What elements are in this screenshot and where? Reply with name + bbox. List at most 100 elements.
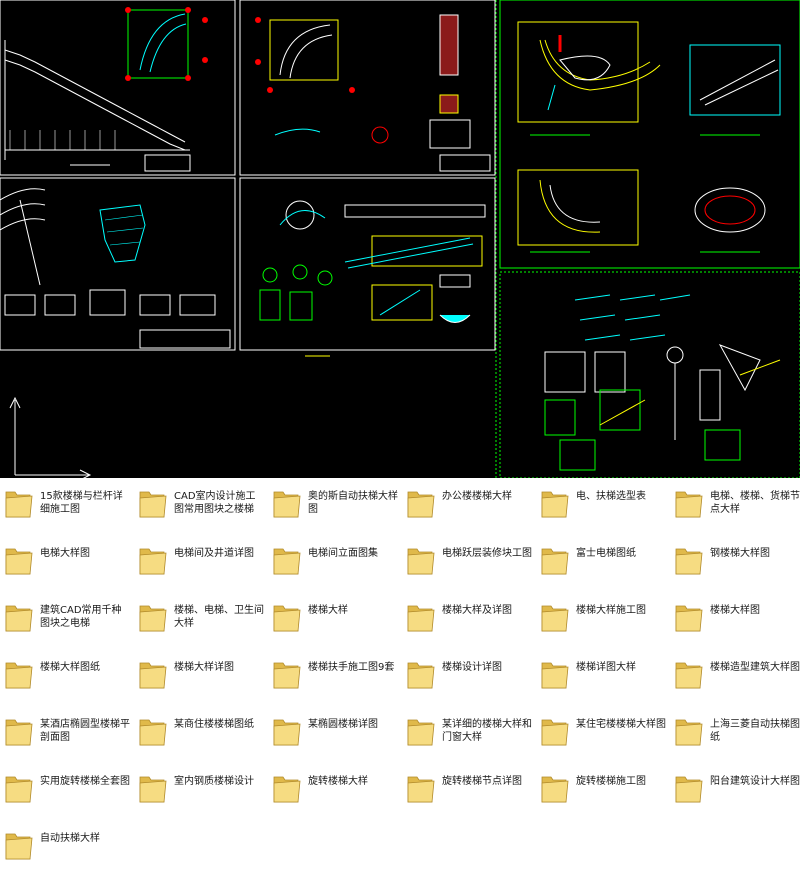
folder-label: 楼梯详图大样 bbox=[576, 662, 636, 673]
folder-item[interactable]: 楼梯详图大样 bbox=[536, 649, 670, 705]
folder-icon bbox=[139, 719, 167, 746]
folder-icon bbox=[5, 548, 33, 575]
folder-icon bbox=[139, 776, 167, 803]
folder-icon bbox=[407, 548, 435, 575]
folder-item[interactable]: 办公楼楼梯大样 bbox=[402, 478, 536, 534]
folder-item[interactable]: 阳台建筑设计大样图 bbox=[670, 763, 800, 819]
folder-item[interactable]: 上海三菱自动扶梯图纸 bbox=[670, 706, 800, 762]
folder-label: 楼梯大样图纸 bbox=[40, 662, 100, 673]
folder-label: 楼梯设计详图 bbox=[442, 662, 502, 673]
folder-item[interactable]: 楼梯设计详图 bbox=[402, 649, 536, 705]
folder-grid: 15款楼梯与栏杆详细施工图 CAD室内设计施工图常用图块之楼梯 奥的斯自动扶梯大样图… bbox=[0, 478, 800, 860]
folder-label: 电、扶梯选型表 bbox=[576, 491, 646, 502]
folder-item[interactable]: 某商住楼楼梯图纸 bbox=[134, 706, 268, 762]
folder-icon bbox=[541, 491, 569, 518]
folder-item[interactable]: 旋转楼梯节点详图 bbox=[402, 763, 536, 819]
folder-item[interactable]: 15款楼梯与栏杆详细施工图 bbox=[0, 478, 134, 534]
folder-label: 某酒店椭圆型楼梯平剖面图 bbox=[40, 719, 130, 743]
cad-panel-spiral-detail bbox=[0, 177, 236, 351]
folder-icon bbox=[407, 719, 435, 746]
folder-item[interactable]: 楼梯大样详图 bbox=[134, 649, 268, 705]
folder-icon bbox=[5, 776, 33, 803]
folder-label: 电梯大样图 bbox=[40, 548, 90, 559]
folder-item[interactable]: 电梯、楼梯、货梯节点大样 bbox=[670, 478, 800, 534]
folder-icon bbox=[675, 548, 703, 575]
folder-icon bbox=[541, 776, 569, 803]
folder-item[interactable]: 某椭圆楼梯详图 bbox=[268, 706, 402, 762]
folder-item[interactable]: CAD室内设计施工图常用图块之楼梯 bbox=[134, 478, 268, 534]
folder-item[interactable]: 楼梯扶手施工图9套 bbox=[268, 649, 402, 705]
folder-item[interactable]: 某住宅楼楼梯大样图 bbox=[536, 706, 670, 762]
folder-item[interactable]: 电梯大样图 bbox=[0, 535, 134, 591]
folder-icon bbox=[407, 776, 435, 803]
folder-label: 15款楼梯与栏杆详细施工图 bbox=[40, 491, 123, 515]
folder-item[interactable]: 某详细的楼梯大样和门窗大样 bbox=[402, 706, 536, 762]
folder-item[interactable]: 楼梯造型建筑大样图 bbox=[670, 649, 800, 705]
folder-item[interactable]: 楼梯、电梯、卫生间大样 bbox=[134, 592, 268, 648]
cad-panel-handrail-detail bbox=[239, 177, 496, 351]
folder-label: 电梯跃层装修块工图 bbox=[442, 548, 532, 559]
folder-icon bbox=[139, 662, 167, 689]
folder-icon bbox=[5, 605, 33, 632]
cad-drawing-sheets bbox=[0, 0, 800, 478]
folder-icon bbox=[675, 776, 703, 803]
folder-label: 奥的斯自动扶梯大样图 bbox=[308, 491, 398, 515]
folder-icon bbox=[5, 662, 33, 689]
folder-icon bbox=[273, 548, 301, 575]
folder-label: 旋转楼梯大样 bbox=[308, 776, 368, 787]
folder-item[interactable]: 奥的斯自动扶梯大样图 bbox=[268, 478, 402, 534]
folder-icon bbox=[675, 662, 703, 689]
cad-preview bbox=[0, 0, 800, 478]
folder-item[interactable]: 钢楼梯大样图 bbox=[670, 535, 800, 591]
folder-label: 某住宅楼楼梯大样图 bbox=[576, 719, 666, 730]
folder-item[interactable]: 楼梯大样图纸 bbox=[0, 649, 134, 705]
folder-icon bbox=[407, 605, 435, 632]
folder-icon bbox=[273, 605, 301, 632]
folder-item[interactable]: 楼梯大样 bbox=[268, 592, 402, 648]
cad-panel-stair-plan bbox=[239, 0, 496, 176]
folder-icon bbox=[675, 605, 703, 632]
folder-item[interactable]: 旋转楼梯施工图 bbox=[536, 763, 670, 819]
folder-label: 楼梯大样详图 bbox=[174, 662, 234, 673]
folder-item[interactable]: 建筑CAD常用千种图块之电梯 bbox=[0, 592, 134, 648]
folder-item[interactable]: 富士电梯图纸 bbox=[536, 535, 670, 591]
folder-item[interactable]: 楼梯大样施工图 bbox=[536, 592, 670, 648]
folder-item[interactable]: 电梯间立面图集 bbox=[268, 535, 402, 591]
folder-icon bbox=[407, 662, 435, 689]
folder-item[interactable]: 电梯跃层装修块工图 bbox=[402, 535, 536, 591]
folder-icon bbox=[541, 719, 569, 746]
folder-label: 旋转楼梯施工图 bbox=[576, 776, 646, 787]
cad-panel-stair-section bbox=[0, 0, 236, 176]
folder-label: 楼梯造型建筑大样图 bbox=[710, 662, 800, 673]
folder-icon bbox=[139, 548, 167, 575]
folder-item[interactable]: 实用旋转楼梯全套图 bbox=[0, 763, 134, 819]
folder-label: CAD室内设计施工图常用图块之楼梯 bbox=[174, 491, 256, 515]
folder-label: 建筑CAD常用千种图块之电梯 bbox=[40, 605, 122, 629]
folder-icon bbox=[273, 719, 301, 746]
folder-label: 电梯间及井道详图 bbox=[174, 548, 254, 559]
folder-icon bbox=[5, 833, 33, 860]
folder-item[interactable]: 室内钢质楼梯设计 bbox=[134, 763, 268, 819]
folder-label: 阳台建筑设计大样图 bbox=[710, 776, 800, 787]
folder-label: 旋转楼梯节点详图 bbox=[442, 776, 522, 787]
folder-item[interactable]: 电、扶梯选型表 bbox=[536, 478, 670, 534]
folder-item[interactable]: 旋转楼梯大样 bbox=[268, 763, 402, 819]
folder-label: 楼梯扶手施工图9套 bbox=[308, 662, 395, 673]
folder-icon bbox=[675, 491, 703, 518]
folder-label: 实用旋转楼梯全套图 bbox=[40, 776, 130, 787]
folder-label: 自动扶梯大样 bbox=[40, 833, 100, 844]
folder-label: 室内钢质楼梯设计 bbox=[174, 776, 254, 787]
folder-item[interactable]: 某酒店椭圆型楼梯平剖面图 bbox=[0, 706, 134, 762]
folder-item[interactable]: 楼梯大样及详图 bbox=[402, 592, 536, 648]
cad-panel-elliptical-stair bbox=[499, 0, 800, 269]
ucs-axis-icon bbox=[9, 396, 92, 478]
folder-item[interactable]: 自动扶梯大样 bbox=[0, 820, 134, 876]
folder-label: 电梯、楼梯、货梯节点大样 bbox=[710, 491, 800, 515]
folder-item[interactable]: 楼梯大样图 bbox=[670, 592, 800, 648]
folder-item[interactable]: 电梯间及井道详图 bbox=[134, 535, 268, 591]
cad-panel-node-details bbox=[499, 271, 800, 478]
folder-label: 电梯间立面图集 bbox=[308, 548, 378, 559]
folder-label: 楼梯大样施工图 bbox=[576, 605, 646, 616]
folder-icon bbox=[5, 719, 33, 746]
folder-icon bbox=[5, 491, 33, 518]
